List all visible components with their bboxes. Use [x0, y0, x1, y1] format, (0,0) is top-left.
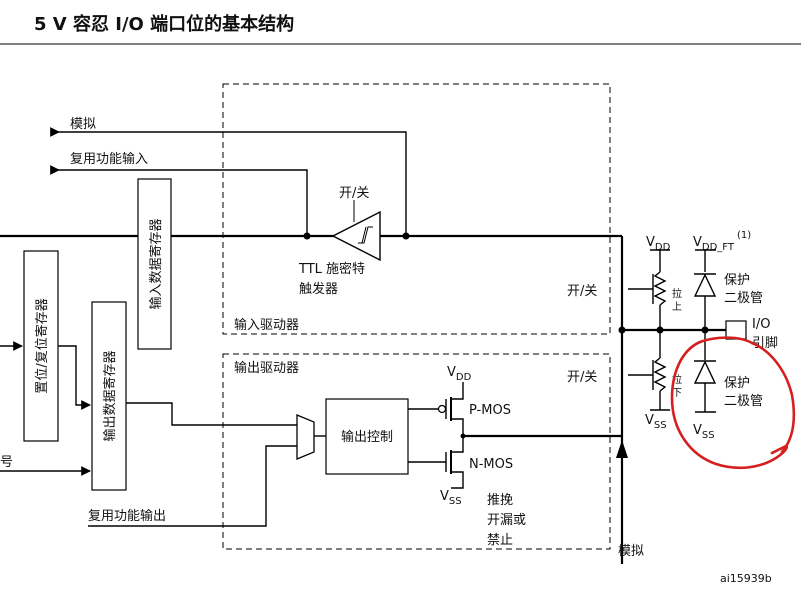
analog-bottom-arrow: [616, 440, 628, 458]
diagram-title: 5 V 容忍 I/O 端口位的基本结构: [34, 13, 294, 35]
pull-down-label-2: 下: [672, 388, 682, 399]
io-pin-label-1: I/O: [752, 317, 770, 332]
pmos-transistor: [437, 382, 464, 436]
output-control-block: [325, 398, 409, 475]
set-reset-to-odr-wire: [58, 345, 91, 410]
schmitt-switch-label: 开/关: [339, 186, 369, 201]
lower-protection-diode: [693, 360, 717, 384]
alt-func-output-wire: [88, 445, 297, 527]
diode-vss-label: VSS: [693, 423, 715, 441]
schmitt-label-1: TTL 施密特: [298, 261, 365, 277]
figure-id: ai15939b: [720, 572, 772, 585]
upper-protection-diode: [693, 273, 717, 297]
pull-vss-label: VSS: [645, 413, 667, 431]
vdd-ft-label: VDD_FT(1): [693, 230, 751, 253]
pull-up-label-1: 拉: [672, 287, 682, 300]
pull-down-switch-label: 开/关: [567, 370, 597, 385]
alt-func-output-label: 复用功能输出: [88, 508, 166, 524]
junction-dot: [303, 232, 311, 240]
red-annotation-circle: [750, 341, 796, 454]
pull-down-label-1: 拉: [672, 373, 682, 386]
set-reset-register: [23, 250, 59, 442]
set-reset-register-label: 置位/复位寄存器: [34, 298, 50, 393]
analog-top-label: 模拟: [70, 117, 96, 132]
output-data-register: [91, 301, 127, 491]
nmos-label: N-MOS: [469, 457, 513, 472]
io-pin-label-2: 引脚: [752, 335, 778, 351]
upper-diode-label-1: 保护: [724, 273, 750, 288]
input-driver-box: [222, 83, 611, 335]
input-data-register: [137, 178, 172, 350]
odr-to-mux-wire: [126, 402, 297, 426]
io-pin-square: [725, 320, 747, 340]
analog-top-wire: [50, 127, 407, 235]
pull-down-resistor: [653, 357, 667, 392]
pull-up-resistor: [653, 271, 667, 306]
input-driver-label: 输入驱动器: [234, 317, 299, 333]
output-control-label: 输出控制: [341, 429, 393, 445]
nmos-vss-label: VSS: [440, 489, 462, 507]
output-mode-3: 禁止: [487, 533, 513, 548]
nmos-transistor: [445, 436, 464, 489]
alt-func-input-label: 复用功能输入: [70, 151, 148, 167]
analog-bottom-label: 模拟: [618, 544, 644, 559]
alt-func-input-wire: [50, 165, 308, 235]
output-driver-label: 输出驱动器: [234, 360, 299, 376]
left-cut-label: 号: [0, 455, 13, 470]
junction-dot: [402, 232, 410, 240]
output-mux: [296, 414, 315, 460]
output-mode-2: 开漏或: [487, 512, 526, 528]
pmos-label: P-MOS: [469, 403, 511, 418]
upper-diode-label-2: 二极管: [724, 291, 763, 306]
output-driver-box: [222, 353, 611, 550]
schmitt-label-2: 触发器: [299, 281, 338, 297]
pull-vdd-label: VDD: [646, 235, 671, 253]
pull-up-label-2: 上: [672, 301, 682, 313]
output-mode-1: 推挽: [487, 493, 513, 508]
schmitt-trigger: [331, 200, 381, 262]
lower-diode-label-2: 二极管: [724, 394, 763, 409]
output-data-register-label: 输出数据寄存器: [102, 350, 118, 441]
pull-up-switch-label: 开/关: [567, 284, 597, 299]
junction-dot: [618, 326, 626, 334]
lower-diode-label-1: 保护: [724, 376, 750, 391]
pmos-vdd-label: VDD: [447, 365, 472, 383]
junction-dot: [460, 433, 466, 439]
red-annotation-circle: [670, 336, 789, 470]
input-data-register-label: 输入数据寄存器: [148, 218, 164, 309]
